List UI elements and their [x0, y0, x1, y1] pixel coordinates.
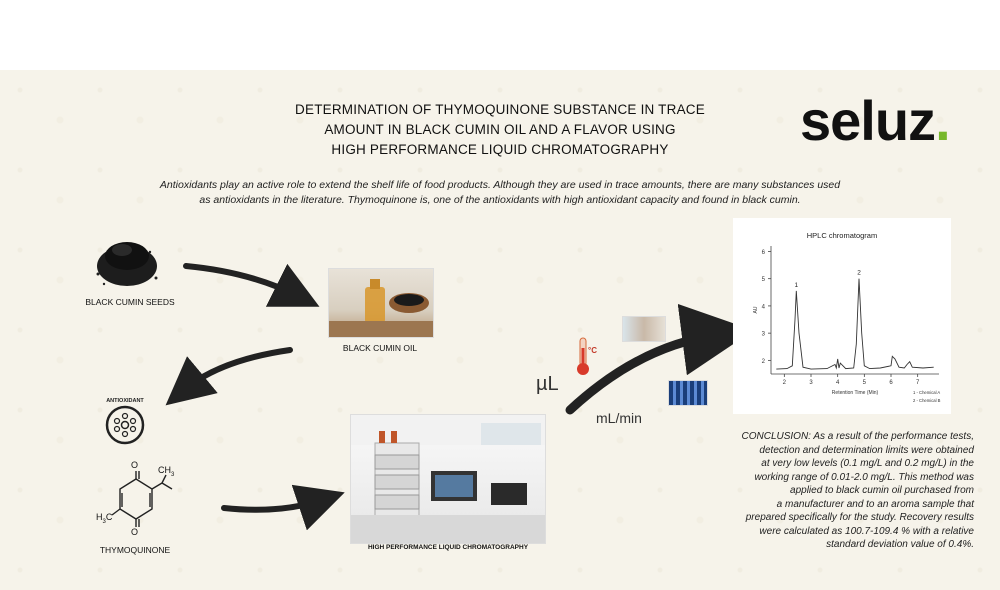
- chromatogram-trace: [776, 278, 934, 370]
- peak-label-1: 1: [795, 282, 799, 289]
- flow-rate-unit: mL/min: [596, 410, 642, 426]
- conclusion-text: CONCLUSION: As a result of the performan…: [722, 430, 975, 552]
- conclusion-line-3: at very low levels (0.1 mg/L and 0.2 mg/…: [761, 458, 974, 469]
- hplc-label: HIGH PERFORMANCE LIQUID CHROMATOGRAPHY: [367, 544, 529, 551]
- vials-image: [668, 380, 708, 406]
- chromatogram-background: [733, 218, 951, 414]
- conclusion-line-8: were calculated as 100.7-109.4 % with a …: [759, 525, 974, 537]
- conclusion-line-2: detection and determination limits were …: [759, 444, 974, 456]
- thymoquinone-label: THYMOQUINONE: [99, 545, 171, 555]
- y-tick-label-3: 5: [762, 277, 766, 283]
- title-line-2: AMOUNT IN BLACK CUMIN OIL AND A FLAVOR U…: [324, 122, 676, 137]
- y-tick-label-2: 4: [762, 304, 766, 310]
- page-title: DETERMINATION OF THYMOQUINONE SUBSTANCE …: [240, 100, 760, 160]
- y-tick-label-1: 3: [762, 332, 766, 338]
- black-cumin-oil-image: [328, 268, 434, 338]
- logo-text: seluz: [800, 89, 936, 152]
- arrow-thymoquinone-to-hplc: [221, 484, 345, 531]
- conclusion-line-9: standard deviation value of 0.4%.: [826, 539, 974, 550]
- antioxidant-badge-text: ANTIOXIDANT: [106, 398, 144, 404]
- arrow-oil-to-antioxidant: [165, 347, 293, 406]
- conclusion-line-5: applied to black cumin oil purchased fro…: [790, 485, 974, 496]
- h3c-h: H: [96, 512, 103, 522]
- x-tick-label-2: 4: [836, 380, 840, 386]
- seluz-logo: seluz.: [800, 88, 951, 153]
- x-tick-label-1: 3: [809, 380, 813, 386]
- ch3-top-label: CH3: [158, 465, 174, 478]
- x-tick-label-3: 5: [863, 380, 867, 386]
- peak-label-2: 2: [857, 270, 861, 277]
- oil-label: BLACK CUMIN OIL: [342, 343, 418, 353]
- intro-line-1: Antioxidants play an active role to exte…: [159, 179, 841, 191]
- title-line-1: DETERMINATION OF THYMOQUINONE SUBSTANCE …: [295, 102, 705, 117]
- ch3-top-text: CH: [158, 465, 171, 475]
- intro-line-2: as antioxidants in the literature. Thymo…: [199, 194, 801, 206]
- oxygen-top-label: O: [131, 460, 139, 470]
- legend-entry-2: 2 - Chemical B: [913, 398, 941, 403]
- hplc-device-icon: [351, 415, 545, 543]
- intro-text: Antioxidants play an active role to exte…: [130, 178, 870, 208]
- x-tick-label-5: 7: [916, 380, 920, 386]
- arrow-seeds-to-oil: [183, 263, 320, 307]
- y-tick-label-4: 6: [762, 250, 766, 256]
- conclusion-line-4: working range of 0.01-2.0 mg/L. This met…: [754, 471, 974, 483]
- seeds-label: BLACK CUMIN SEEDS: [85, 297, 175, 307]
- lab-workers-image: [622, 316, 666, 342]
- legend-entry-1: 1 - Chemical A: [913, 390, 940, 395]
- conclusion-line-7: prepared specifically for the study. Rec…: [745, 512, 974, 523]
- y-axis-label: AU: [753, 306, 759, 313]
- conclusion-line-1: CONCLUSION: As a result of the performan…: [741, 431, 975, 442]
- microliter-unit: µL: [536, 373, 559, 395]
- x-axis-label: Retention Time (Min): [832, 390, 879, 396]
- thymoquinone-structure: [111, 471, 173, 527]
- y-tick-label-0: 2: [762, 359, 766, 365]
- thermometer-icon: [577, 337, 589, 375]
- hplc-chromatogram: HPLC chromatogram 2 3 4 5 6 2 3 4 5 6 7 AU Retention…: [733, 218, 951, 414]
- x-tick-label-0: 2: [783, 380, 787, 386]
- oxygen-bottom-label: O: [131, 527, 139, 537]
- h3c-c: C: [105, 512, 113, 522]
- antioxidant-badge-icon: [105, 405, 145, 445]
- arrow-hplc-to-chromatogram: [565, 303, 754, 415]
- oil-bottle-icon: [329, 279, 433, 337]
- h3c-sub: 3: [102, 518, 106, 525]
- thermometer-unit: °C: [588, 346, 597, 355]
- black-cumin-seeds-image: [96, 242, 158, 286]
- chromatogram-title: HPLC chromatogram: [807, 231, 877, 240]
- title-line-3: HIGH PERFORMANCE LIQUID CHROMATOGRAPHY: [331, 142, 669, 157]
- logo-dot: .: [935, 89, 951, 152]
- x-tick-label-4: 6: [889, 380, 893, 386]
- hplc-instrument-image: [350, 414, 546, 544]
- ch3-top-sub: 3: [171, 471, 175, 478]
- conclusion-line-6: a manufacturer and to an aroma sample th…: [776, 498, 974, 510]
- h3c-label: H3C: [96, 512, 112, 525]
